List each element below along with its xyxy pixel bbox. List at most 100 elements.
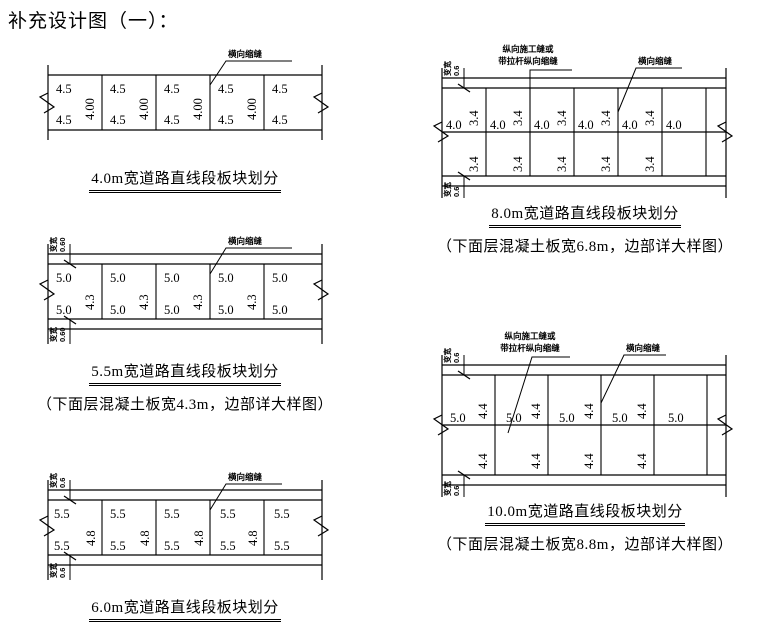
- figure-8m-drawing: 纵向施工缝或 带拉杆纵向缩缝 横向缩缝 变宽 0.6 变宽 0.6 4.0 4.…: [432, 44, 734, 198]
- dim-lower-width-2: 3.4: [511, 156, 525, 172]
- dim-top-1: 4.5: [56, 82, 72, 96]
- dim-top-3: 5.5: [164, 507, 180, 521]
- figure-5-5m-drawing: 横向缩缝 变宽 0.60 变宽 0.60 5.0 5.0 5.0 5.0 5.0…: [38, 236, 330, 344]
- dim-width-3: 4.00: [191, 98, 205, 120]
- dim-width-4: 4.00: [245, 98, 259, 120]
- dim-top-2: 4.5: [110, 82, 126, 96]
- dim-width-2: 4.3: [137, 294, 151, 310]
- dim-lower-width-3: 3.4: [555, 156, 569, 172]
- annotation-longitudinal-line2-10m: 带拉杆纵向缩缝: [500, 343, 560, 353]
- edge-label-bottom-value: 0.6: [452, 187, 461, 197]
- caption-4m: 4.0m宽道路直线段板块划分: [89, 167, 281, 193]
- dim-upper-width-4: 4.4: [635, 403, 649, 419]
- dim-row-5: 5.0: [668, 411, 684, 425]
- dim-lower-width-1: 3.4: [467, 156, 481, 172]
- edge-label-bottom-value: 0.6: [452, 486, 461, 496]
- caption-5-5m: 5.5m宽道路直线段板块划分: [89, 360, 281, 386]
- edge-label-top-value: 0.60: [58, 237, 67, 252]
- dim-bot-4: 4.5: [218, 113, 234, 127]
- dim-width-1: 4.8: [84, 530, 98, 546]
- page-title: 补充设计图（一）：: [8, 11, 179, 32]
- figure-4m-road-slab-division: 横向缩缝 4.5 4.5 4.5 4.5 4.5 4.5 4.5 4.5 4.5…: [30, 45, 340, 193]
- dim-top-4: 5.5: [220, 507, 236, 521]
- figure-5-5m-road-slab-division: 横向缩缝 变宽 0.60 变宽 0.60 5.0 5.0 5.0 5.0 5.0…: [30, 232, 340, 414]
- dim-width-2: 4.00: [137, 98, 151, 120]
- dim-row-1: 5.0: [450, 411, 466, 425]
- dim-row-2: 4.0: [490, 118, 506, 132]
- caption-8m: 8.0m宽道路直线段板块划分: [489, 202, 681, 228]
- dim-upper-width-5: 3.4: [643, 110, 657, 126]
- edge-label-top-value: 0.6: [58, 478, 67, 488]
- dim-bot-4: 5.0: [218, 303, 234, 317]
- subcaption-5-5m: （下面层混凝土板宽4.3m，边部详大样图）: [37, 397, 333, 413]
- dim-row-2: 5.0: [506, 411, 522, 425]
- dim-upper-width-1: 3.4: [467, 110, 481, 126]
- annotation-transverse-joint-4m: 横向缩缝: [227, 49, 263, 59]
- dim-top-5: 5.0: [272, 271, 288, 285]
- dim-width-2: 4.8: [138, 530, 152, 546]
- dim-lower-width-1: 4.4: [476, 453, 490, 469]
- dim-lower-width-4: 4.4: [635, 453, 649, 469]
- dim-bot-3: 4.5: [164, 113, 180, 127]
- dim-bot-5: 5.0: [272, 303, 288, 317]
- dim-width-1: 4.3: [83, 294, 97, 310]
- dim-row-4: 5.0: [612, 411, 628, 425]
- dim-top-1: 5.0: [56, 271, 72, 285]
- edge-label-top-text: 变宽: [48, 473, 58, 488]
- subcaption-10m: （下面层混凝土板宽8.8m，边部详大样图）: [437, 537, 733, 553]
- dim-top-2: 5.5: [110, 507, 126, 521]
- dim-bot-2: 5.0: [110, 303, 126, 317]
- edge-label-bottom-text: 变宽: [48, 327, 58, 342]
- edge-label-top-text: 变宽: [442, 348, 452, 363]
- annotation-transverse-joint-10m: 横向缩缝: [625, 343, 661, 353]
- dim-row-6: 4.0: [666, 118, 682, 132]
- dim-bot-2: 5.5: [110, 539, 126, 553]
- dim-lower-width-5: 3.4: [643, 156, 657, 172]
- dim-bot-5: 5.5: [274, 539, 290, 553]
- dim-bot-1: 4.5: [56, 113, 72, 127]
- edge-label-top-text: 变宽: [48, 237, 58, 252]
- dim-upper-width-1: 4.4: [476, 403, 490, 419]
- dim-upper-width-4: 3.4: [599, 110, 613, 126]
- dim-row-3: 4.0: [534, 118, 550, 132]
- edge-label-bottom-text: 变宽: [48, 563, 58, 578]
- dim-top-2: 5.0: [110, 271, 126, 285]
- dim-top-4: 5.0: [218, 271, 234, 285]
- annotation-longitudinal-line1-8m: 纵向施工缝或: [502, 44, 554, 54]
- dim-top-4: 4.5: [218, 82, 234, 96]
- dim-top-5: 4.5: [272, 82, 288, 96]
- dim-upper-width-3: 3.4: [555, 110, 569, 126]
- edge-label-top-value: 0.6: [452, 66, 461, 76]
- edge-label-bottom-text: 变宽: [442, 182, 452, 197]
- figure-6m-road-slab-division: 横向缩缝 变宽 0.6 变宽 0.6 5.5 5.5 5.5 5.5 5.5 5…: [30, 468, 340, 622]
- dim-row-4: 4.0: [578, 118, 594, 132]
- edge-label-top-value: 0.6: [452, 353, 461, 363]
- dim-bot-1: 5.5: [54, 539, 70, 553]
- figure-4m-drawing: 横向缩缝 4.5 4.5 4.5 4.5 4.5 4.5 4.5 4.5 4.5…: [38, 49, 330, 140]
- edge-label-top-text: 变宽: [442, 61, 452, 76]
- annotation-transverse-joint-6m: 横向缩缝: [227, 472, 263, 482]
- dim-row-1: 4.0: [446, 118, 462, 132]
- dim-top-1: 5.5: [54, 507, 70, 521]
- dim-bot-4: 5.5: [220, 539, 236, 553]
- dim-top-3: 4.5: [164, 82, 180, 96]
- figure-10m-drawing: 纵向施工缝或 带拉杆纵向缩缝 横向缩缝 变宽 0.6 变宽 0.6 5.0 5.…: [432, 331, 734, 497]
- dim-width-4: 4.8: [246, 530, 260, 546]
- dim-bot-3: 5.5: [164, 539, 180, 553]
- dim-width-4: 4.3: [245, 294, 259, 310]
- dim-width-3: 4.8: [192, 530, 206, 546]
- subcaption-8m: （下面层混凝土板宽6.8m，边部详大样图）: [437, 239, 733, 255]
- dim-lower-width-3: 4.4: [582, 453, 596, 469]
- figure-6m-drawing: 横向缩缝 变宽 0.6 变宽 0.6 5.5 5.5 5.5 5.5 5.5 5…: [38, 472, 330, 580]
- dim-lower-width-4: 3.4: [599, 156, 613, 172]
- caption-10m: 10.0m宽道路直线段板块划分: [485, 500, 685, 526]
- dim-bot-3: 5.0: [164, 303, 180, 317]
- edge-label-bottom-value: 0.60: [58, 327, 67, 342]
- caption-6m: 6.0m宽道路直线段板块划分: [89, 596, 281, 622]
- dim-upper-width-2: 3.4: [511, 110, 525, 126]
- dim-bot-2: 4.5: [110, 113, 126, 127]
- annotation-longitudinal-line1-10m: 纵向施工缝或: [504, 331, 556, 341]
- dim-bot-5: 4.5: [272, 113, 288, 127]
- dim-bot-1: 5.0: [56, 303, 72, 317]
- dim-row-3: 5.0: [559, 411, 575, 425]
